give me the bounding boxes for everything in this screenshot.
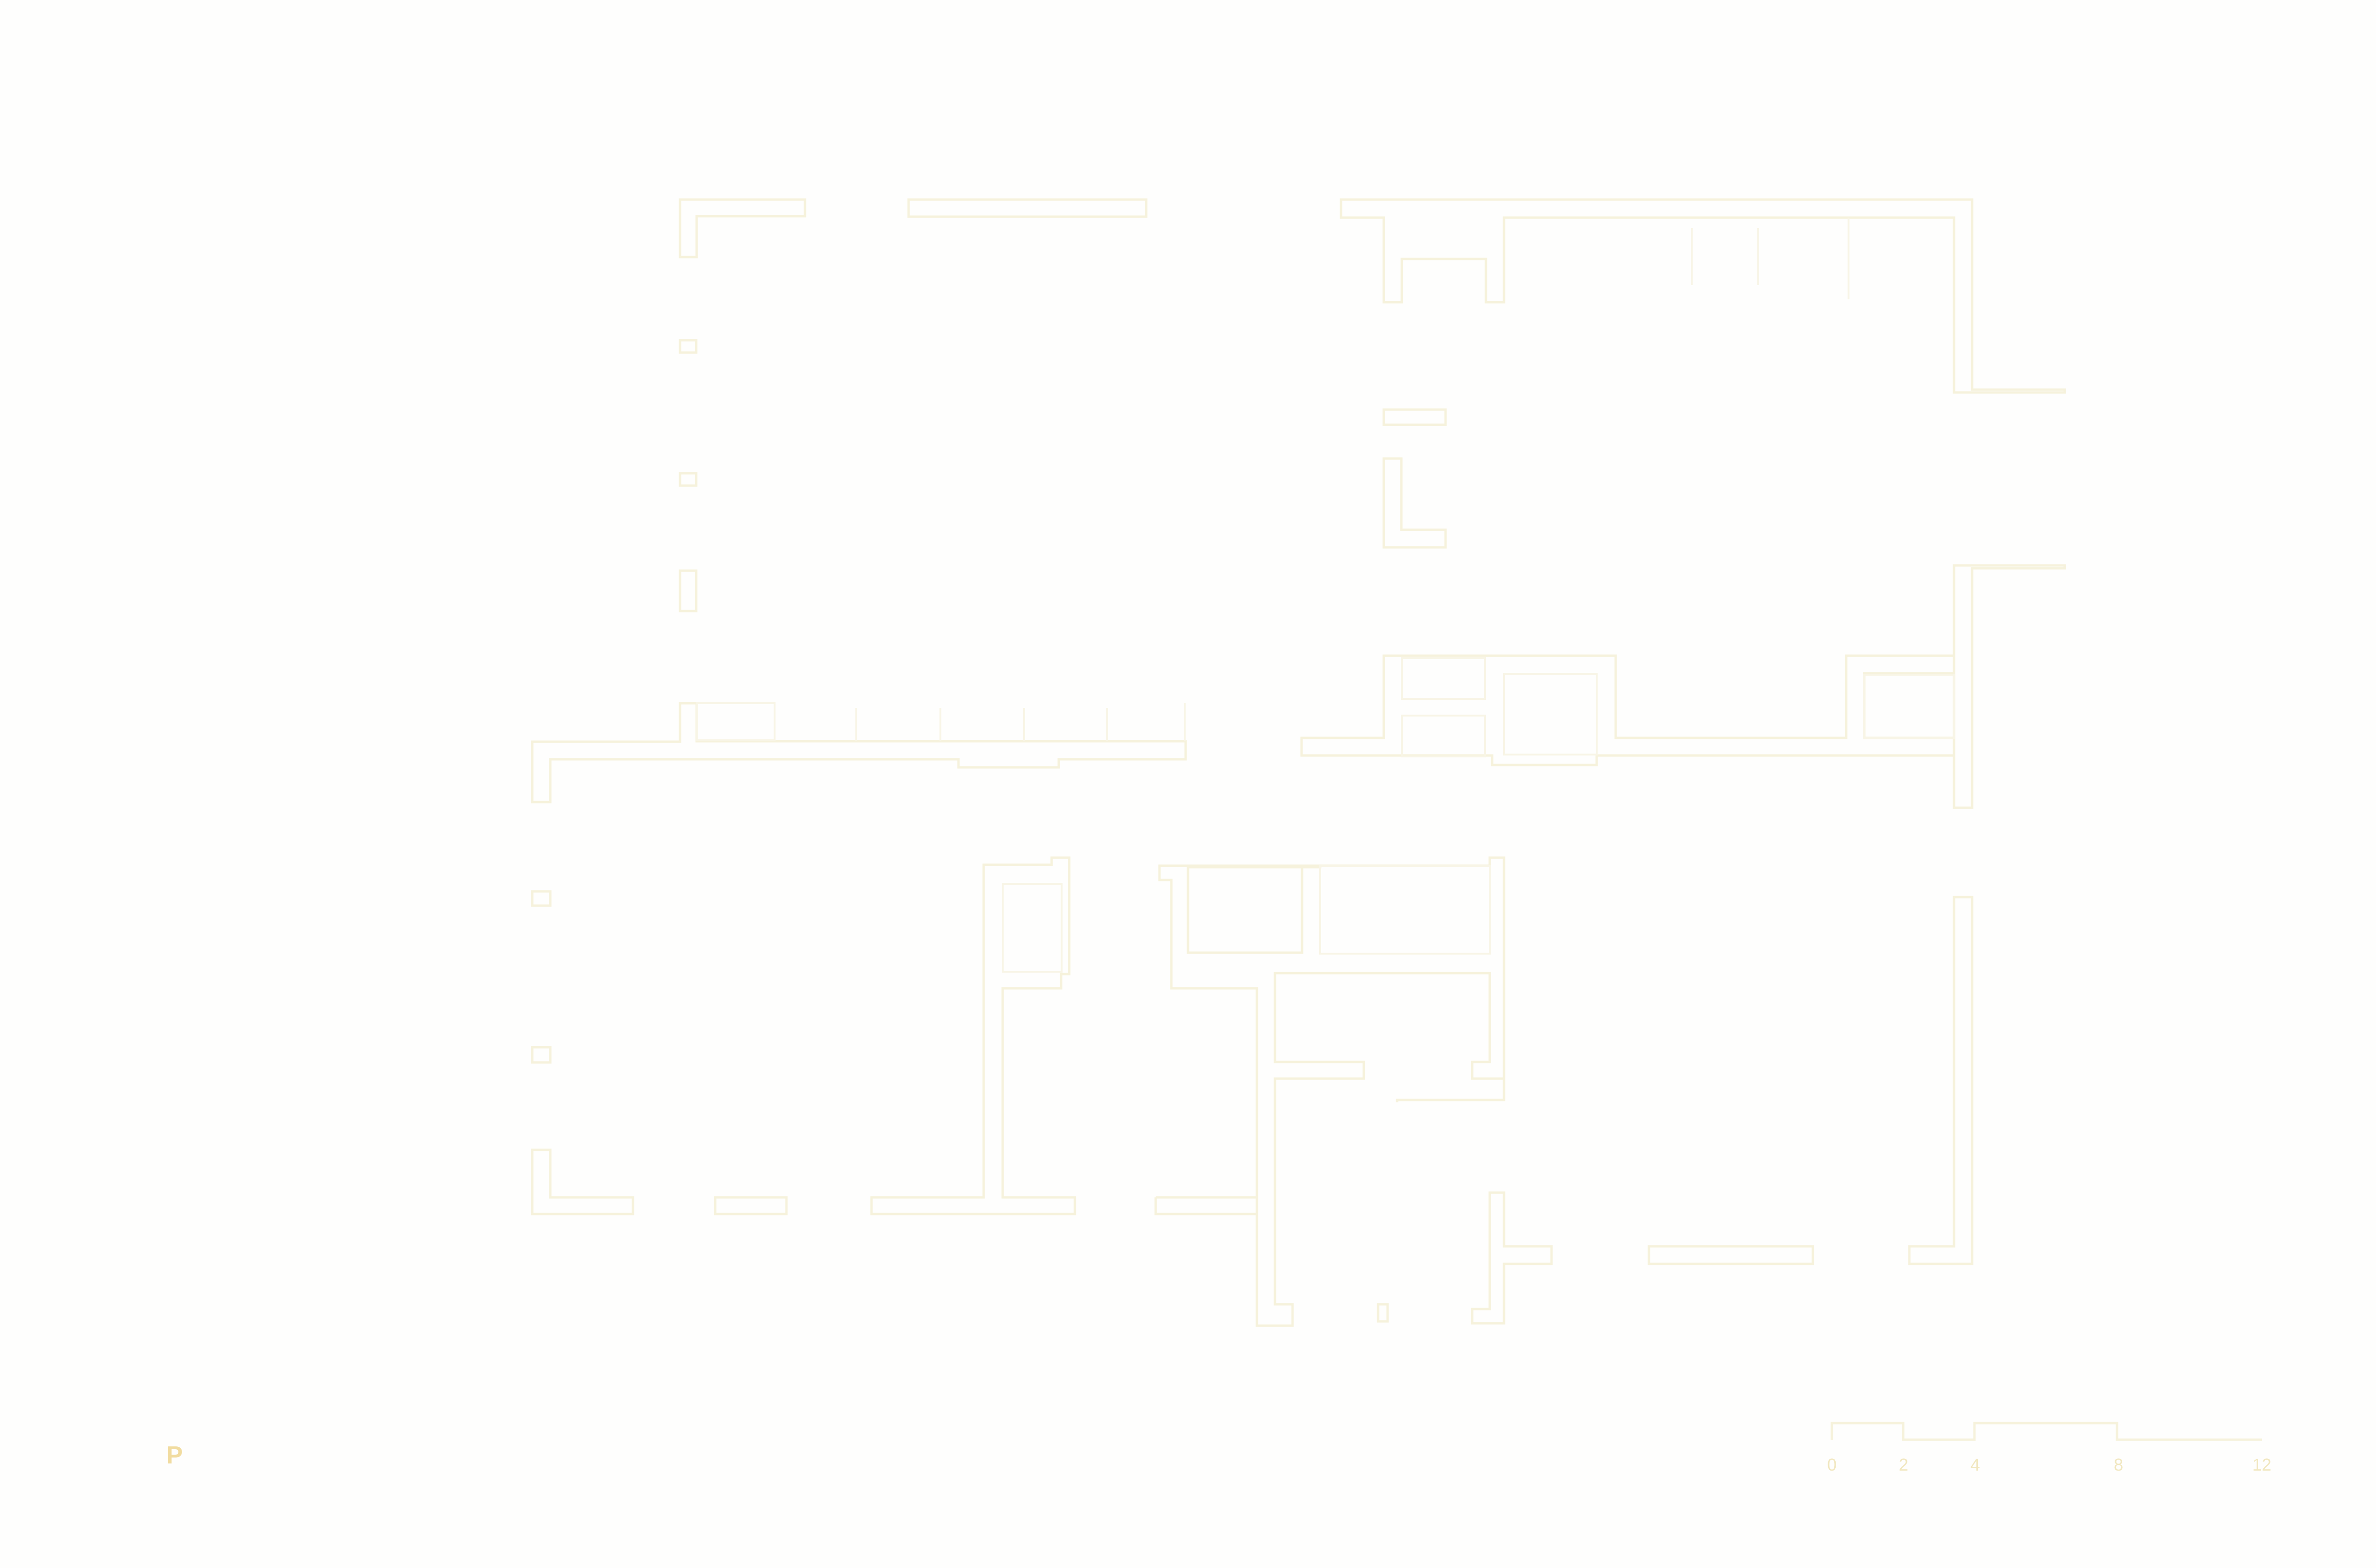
inner-box-2	[1319, 865, 1491, 955]
wall-lower-bottom-1	[714, 1196, 788, 1215]
room-box-2	[1401, 715, 1486, 757]
inner-box-1	[1002, 883, 1063, 973]
scale-tick-labels: 0 2 4 8 12	[1827, 1455, 2271, 1474]
wall-l-shape	[1382, 457, 1447, 549]
scale-bar: 0 2 4 8 12	[1827, 1422, 2271, 1474]
room-box-1	[1401, 657, 1486, 700]
north-marker-label: P	[166, 1442, 183, 1469]
lower-right-wing	[1255, 896, 1974, 1327]
room-box-3	[1503, 673, 1598, 755]
wall-lower-bottom-2	[870, 856, 1076, 1215]
wall-lower-bottom-3	[1156, 856, 1505, 1199]
wall-top-right	[1340, 198, 2066, 394]
upper-left-wing	[531, 198, 1187, 803]
wall-lower-center	[1255, 972, 1505, 1327]
wall-left-stub-3	[679, 569, 698, 612]
wall-lower-bottom-return	[1154, 1197, 1257, 1215]
scale-tick-0: 0	[1827, 1455, 1837, 1474]
wall-lower-right-corner	[1471, 1191, 1553, 1325]
wall-mid-horizontal-right	[1300, 654, 1955, 766]
wall-top-left-corner	[679, 198, 806, 258]
upper-right-wing	[1300, 198, 2066, 809]
scale-tick-12: 12	[2252, 1455, 2271, 1474]
wall-left-stub-2	[679, 472, 698, 487]
lower-left-wing	[531, 856, 1505, 1215]
wall-mid-horizontal-left	[531, 702, 1187, 803]
wall-right-lower	[1953, 564, 2066, 809]
wall-lower-left-corner	[531, 1148, 634, 1215]
scale-tick-4: 4	[1971, 1455, 1980, 1474]
wall-stub-h1	[1382, 408, 1447, 426]
wall-lower-left-stub-1	[531, 890, 552, 907]
wall-lower-left-stub-2	[531, 1046, 552, 1064]
window-mid-1	[696, 702, 776, 741]
wall-stub-bottom	[1377, 1303, 1389, 1323]
wall-lower-right-segment	[1648, 1245, 1814, 1265]
wall-lower-right-l	[1908, 896, 1974, 1265]
scale-tick-2: 2	[1899, 1455, 1908, 1474]
scale-bar-segments	[1830, 1422, 2262, 1441]
wall-left-stub-1	[679, 339, 698, 354]
room-box-4	[1863, 674, 1955, 739]
scale-tick-8: 8	[2114, 1455, 2123, 1474]
wall-top-segment	[907, 198, 1148, 218]
